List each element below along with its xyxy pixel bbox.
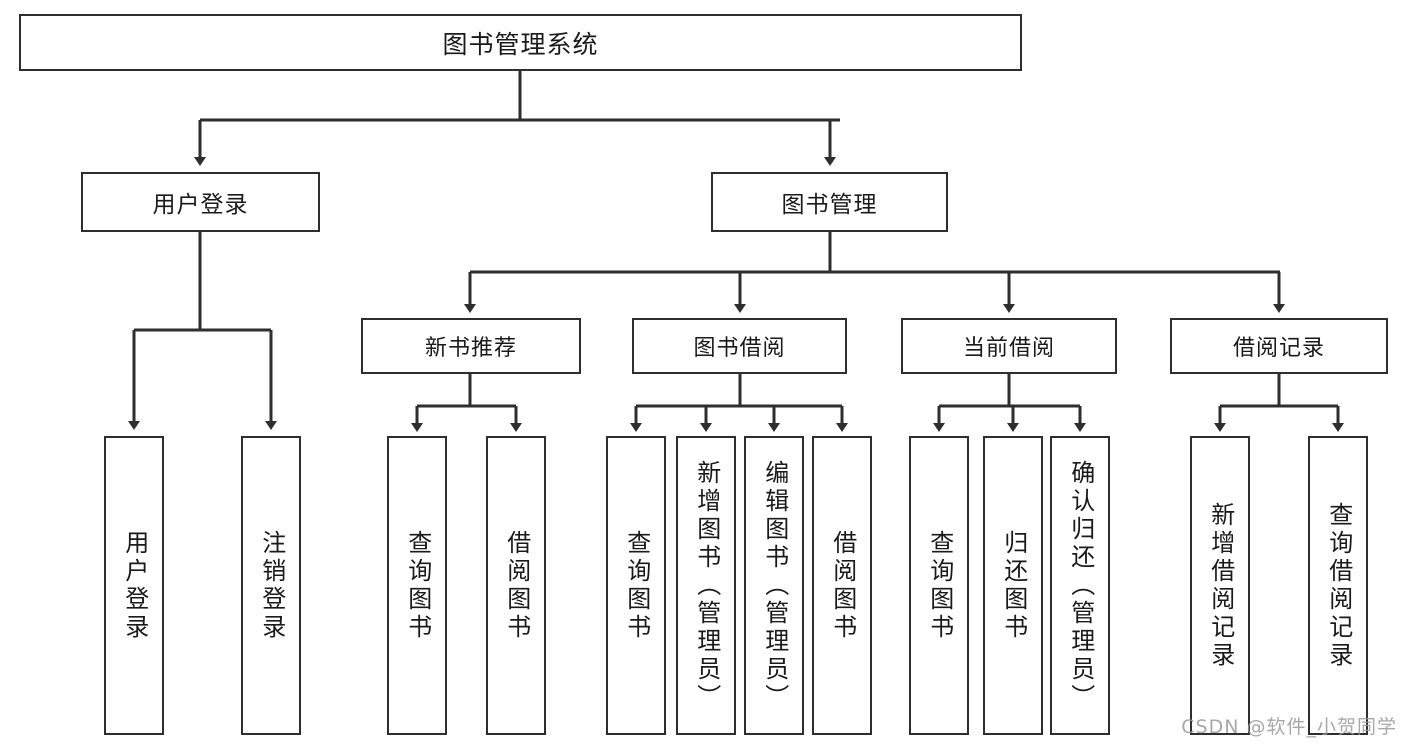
- leaf-return-book[interactable]: 归还图书: [983, 436, 1043, 735]
- leaf-user-login-label: 用户登录: [120, 529, 149, 642]
- edges-userlogin-to-leaves: [128, 232, 277, 430]
- leaf-confirm-return-admin[interactable]: 确认归还（管理员）: [1050, 436, 1110, 735]
- node-book-borrow[interactable]: 图书借阅: [632, 318, 847, 374]
- node-book-management-label: 图书管理: [781, 192, 878, 218]
- edges-bookmgmt-to-level2: [464, 232, 1285, 313]
- leaf-query-book-new-label: 查询图书: [403, 529, 432, 642]
- node-book-management[interactable]: 图书管理: [711, 172, 948, 232]
- edges-records-to-leaves: [1214, 374, 1344, 432]
- leaf-query-book-current[interactable]: 查询图书: [909, 436, 969, 735]
- leaf-query-book-current-label: 查询图书: [925, 529, 954, 642]
- leaf-confirm-return-admin-label: 确认归还（管理员）: [1066, 459, 1095, 712]
- node-root[interactable]: 图书管理系统: [19, 14, 1022, 71]
- leaf-logout-label: 注销登录: [257, 529, 286, 642]
- node-root-label: 图书管理系统: [442, 29, 599, 59]
- node-current-borrow[interactable]: 当前借阅: [901, 318, 1117, 374]
- leaf-user-login[interactable]: 用户登录: [104, 436, 164, 735]
- leaf-return-book-label: 归还图书: [999, 529, 1028, 642]
- node-current-borrow-label: 当前借阅: [962, 336, 1055, 361]
- leaf-borrow-book-new-label: 借阅图书: [502, 529, 531, 642]
- leaf-borrow-book-label: 借阅图书: [828, 529, 857, 642]
- leaf-edit-book-admin[interactable]: 编辑图书（管理员）: [744, 436, 804, 735]
- leaf-borrow-book[interactable]: 借阅图书: [812, 436, 872, 735]
- leaf-query-book-borrow[interactable]: 查询图书: [606, 436, 666, 735]
- watermark: CSDN @软件_小贺同学: [1181, 716, 1397, 738]
- node-new-book-recommend-label: 新书推荐: [424, 336, 517, 361]
- leaf-query-borrow-record-label: 查询借阅记录: [1324, 501, 1353, 670]
- leaf-edit-book-admin-label: 编辑图书（管理员）: [760, 459, 789, 712]
- node-borrow-records[interactable]: 借阅记录: [1170, 318, 1388, 374]
- leaf-add-borrow-record[interactable]: 新增借阅记录: [1190, 436, 1250, 735]
- leaf-query-borrow-record[interactable]: 查询借阅记录: [1308, 436, 1368, 735]
- leaf-query-book-new[interactable]: 查询图书: [387, 436, 447, 735]
- node-borrow-records-label: 借阅记录: [1232, 336, 1325, 361]
- edges-borrow-to-leaves: [630, 374, 848, 432]
- leaf-add-borrow-record-label: 新增借阅记录: [1206, 501, 1235, 670]
- edges-newbook-to-leaves: [411, 374, 522, 432]
- edges-current-to-leaves: [933, 374, 1086, 432]
- leaf-add-book-admin[interactable]: 新增图书（管理员）: [676, 436, 736, 735]
- node-new-book-recommend[interactable]: 新书推荐: [361, 318, 581, 374]
- node-user-login-label: 用户登录: [152, 192, 249, 218]
- node-book-borrow-label: 图书借阅: [693, 336, 786, 361]
- edges-root-to-level1: [194, 71, 840, 166]
- leaf-borrow-book-new[interactable]: 借阅图书: [486, 436, 546, 735]
- leaf-query-book-borrow-label: 查询图书: [622, 529, 651, 642]
- node-user-login[interactable]: 用户登录: [81, 172, 320, 232]
- leaf-logout[interactable]: 注销登录: [241, 436, 301, 735]
- leaf-add-book-admin-label: 新增图书（管理员）: [692, 459, 721, 712]
